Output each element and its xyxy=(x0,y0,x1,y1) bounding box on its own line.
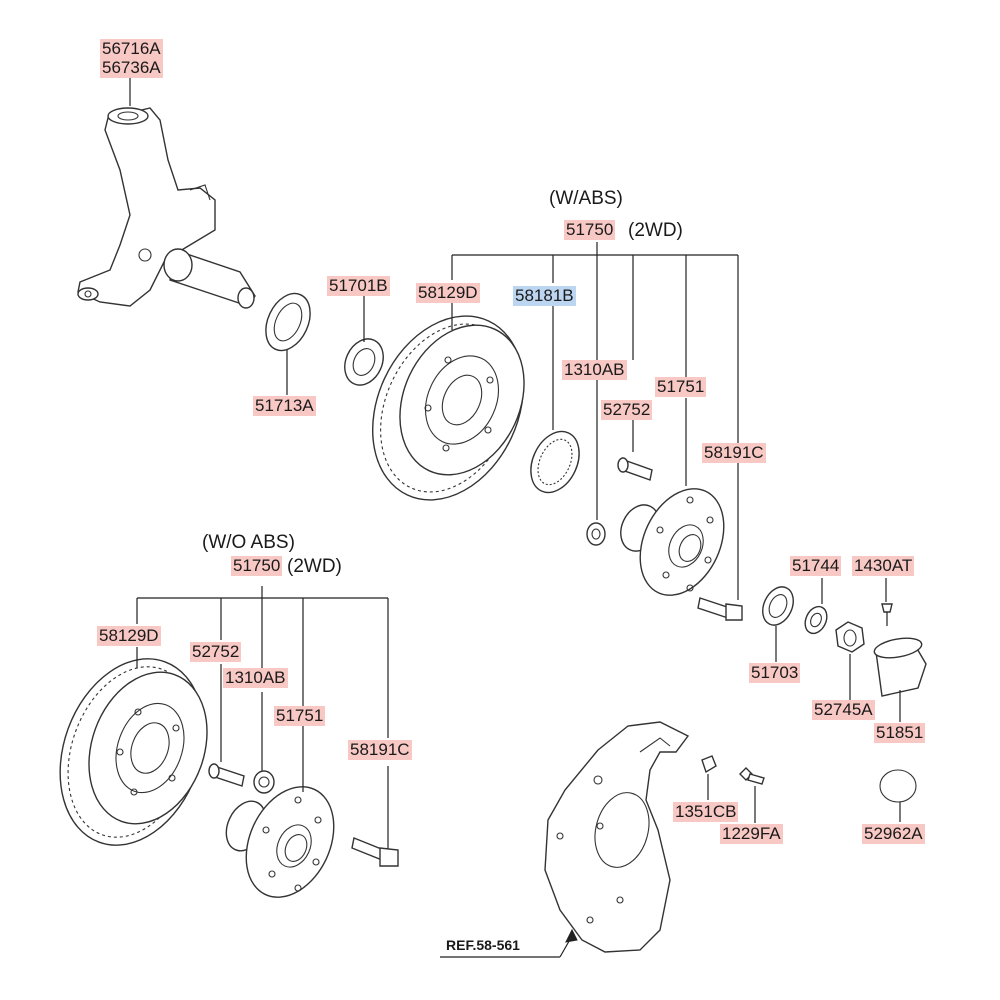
reference-arrow xyxy=(440,928,578,958)
cap-screw-drawing xyxy=(881,578,893,626)
part-label-1310AB-top[interactable]: 1310AB xyxy=(562,360,627,380)
brake-disc-top-drawing xyxy=(371,315,525,501)
part-label-1229FA[interactable]: 1229FA xyxy=(720,824,783,844)
hub-assembly-top-bracket xyxy=(451,242,739,600)
part-label-1351CB[interactable]: 1351CB xyxy=(673,802,739,822)
shield-nut-drawing xyxy=(701,755,717,774)
part-label-51703[interactable]: 51703 xyxy=(749,663,801,683)
inner-seal-drawing xyxy=(265,292,311,352)
snap-ring-drawing xyxy=(879,769,917,803)
wheel-hub-top-drawing xyxy=(620,488,725,596)
abs-ring-drawing xyxy=(530,430,580,494)
part-label-51751-bottom[interactable]: 51751 xyxy=(274,706,326,726)
without-abs-header: (W/O ABS) xyxy=(202,532,295,553)
part-label-58181B[interactable]: 58181B xyxy=(513,286,576,306)
part-label-1430AT[interactable]: 1430AT xyxy=(852,556,915,576)
hub-nut-bottom-drawing xyxy=(253,692,275,794)
part-label-56736A[interactable]: 56736A xyxy=(100,58,163,78)
part-label-51751-top[interactable]: 51751 xyxy=(655,377,707,397)
part-label-58129D-bottom[interactable]: 58129D xyxy=(97,626,161,646)
hub-assembly-bottom-bracket xyxy=(136,586,389,738)
part-label-58191C-top[interactable]: 58191C xyxy=(702,443,766,463)
part-label-52962A[interactable]: 52962A xyxy=(862,824,925,844)
part-label-51701B[interactable]: 51701B xyxy=(327,276,390,296)
two-wd-bottom-header: (2WD) xyxy=(287,556,342,577)
reference-label[interactable]: REF.58-561 xyxy=(446,937,520,953)
part-label-51750-bottom[interactable]: 51750 xyxy=(231,556,283,576)
outer-bearing-drawing xyxy=(804,605,828,635)
part-label-51750-top[interactable]: 51750 xyxy=(564,220,616,240)
inner-bearing-drawing xyxy=(344,338,384,386)
part-label-58129D-top[interactable]: 58129D xyxy=(416,283,480,303)
part-label-56716A[interactable]: 56716A xyxy=(100,39,163,59)
part-label-52752-bottom[interactable]: 52752 xyxy=(190,642,242,662)
dust-shield-drawing xyxy=(544,721,690,953)
wheel-bolt-bottom-drawing xyxy=(208,664,245,787)
hub-stud-bottom-drawing xyxy=(351,766,399,867)
outer-seal-drawing xyxy=(762,586,794,626)
wheel-bolt-top-drawing xyxy=(617,420,653,481)
steering-knuckle-drawing xyxy=(77,107,256,309)
part-label-51713A[interactable]: 51713A xyxy=(253,396,316,416)
hub-stud-top-drawing xyxy=(697,597,743,621)
with-abs-header: (W/ABS) xyxy=(549,188,623,209)
part-label-52745A[interactable]: 52745A xyxy=(812,700,875,720)
hub-cap-drawing xyxy=(873,637,927,697)
part-label-51851[interactable]: 51851 xyxy=(874,723,926,743)
part-label-52752-top[interactable]: 52752 xyxy=(601,400,653,420)
hub-nut-top-drawing xyxy=(586,522,606,546)
wheel-hub-bottom-drawing xyxy=(225,786,335,898)
shield-bolt-drawing xyxy=(739,767,765,785)
lock-nut-drawing xyxy=(835,621,865,653)
brake-disc-bottom-drawing xyxy=(59,658,208,846)
part-label-58191C-bottom[interactable]: 58191C xyxy=(348,740,412,760)
part-label-1310AB-bottom[interactable]: 1310AB xyxy=(223,668,288,688)
two-wd-top-header: (2WD) xyxy=(628,220,683,241)
part-label-51744[interactable]: 51744 xyxy=(790,556,842,576)
